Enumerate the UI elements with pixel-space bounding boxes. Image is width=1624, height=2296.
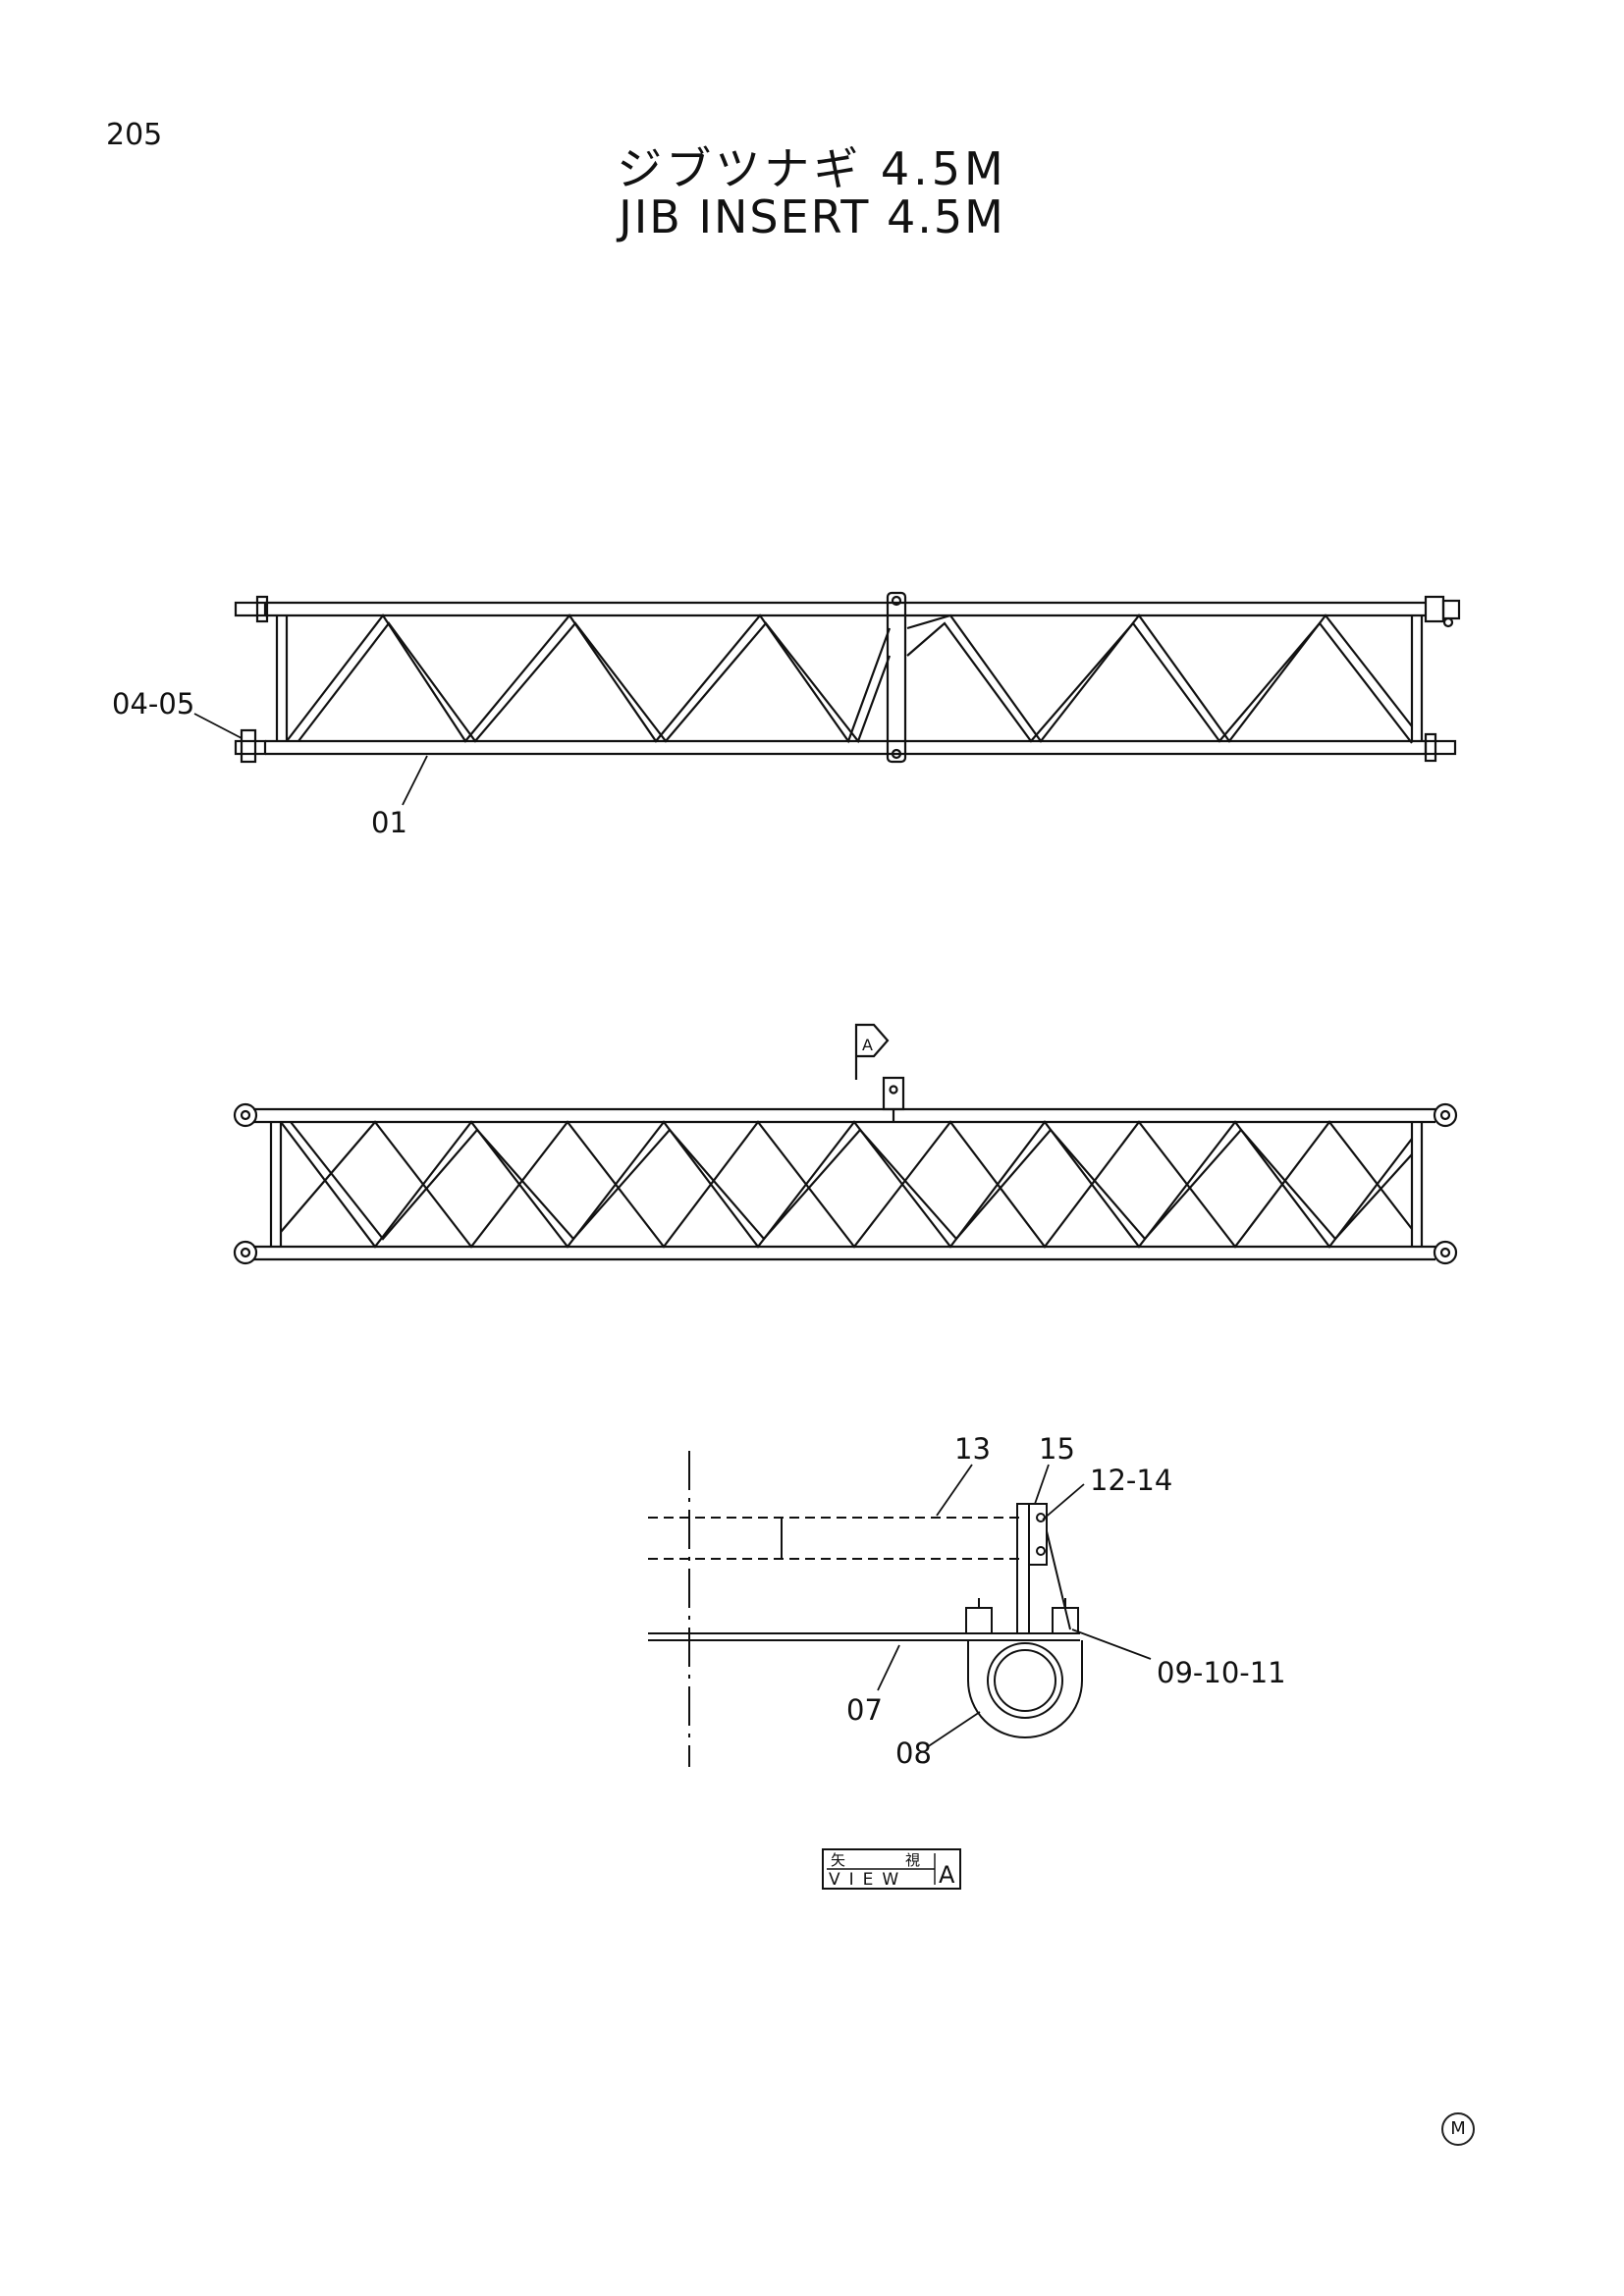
page-title-japanese: ジブツナギ 4.5M — [617, 142, 1007, 195]
view-label-english: VIEW — [829, 1870, 907, 1890]
label-09-10-11: 09-10-11 — [1157, 1656, 1286, 1689]
lattice-section-top-view — [234, 591, 1461, 764]
leader-lines-top — [193, 713, 428, 806]
label-08: 08 — [895, 1736, 932, 1770]
view-label-box: 矢 視 VIEW A — [822, 1848, 961, 1890]
label-01: 01 — [371, 806, 407, 839]
label-15: 15 — [1039, 1432, 1075, 1466]
label-04-05: 04-05 — [112, 687, 194, 721]
view-label-japanese-right: 視 — [905, 1851, 920, 1869]
leader-lines-detail — [877, 1464, 1152, 1748]
view-label-japanese-left: 矢 — [831, 1851, 845, 1869]
view-label-letter: A — [939, 1861, 955, 1889]
page-title-english: JIB INSERT 4.5M — [619, 190, 1005, 243]
lattice-section-side-view — [233, 1023, 1458, 1265]
corner-mark-icon: M — [1441, 2112, 1475, 2146]
label-12-14: 12-14 — [1090, 1464, 1172, 1497]
label-13: 13 — [954, 1432, 991, 1466]
view-a-arrow-letter: A — [862, 1036, 873, 1054]
label-07: 07 — [846, 1693, 883, 1727]
page-number: 205 — [106, 118, 163, 152]
